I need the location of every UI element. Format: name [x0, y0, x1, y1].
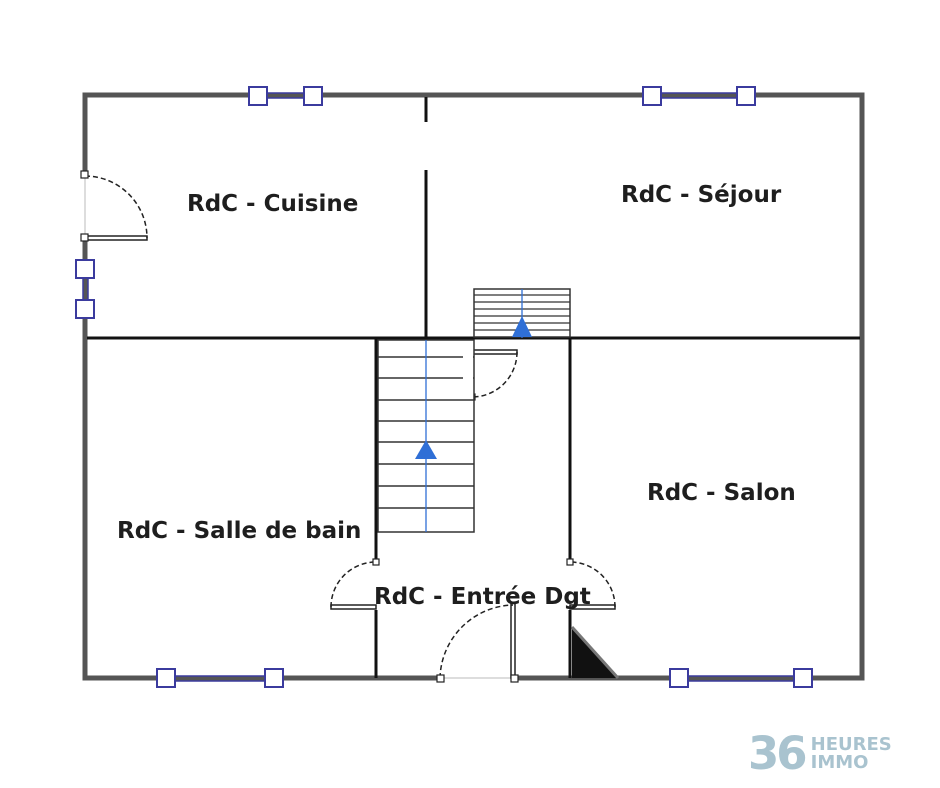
- logo-words: HEURES IMMO: [811, 736, 892, 772]
- logo-number: 36: [748, 727, 808, 780]
- door-stair-landing: [468, 349, 518, 401]
- door-salon: [566, 558, 616, 610]
- window-salle-de-bain-bottom: [156, 668, 284, 688]
- room-label-entree: RdC - Entrée Dgt: [374, 584, 591, 610]
- window-cuisine-left: [75, 259, 95, 319]
- window-cuisine-top: [248, 86, 323, 106]
- room-label-salle-de-bain: RdC - Salle de bain: [117, 518, 361, 544]
- door-cuisine: [80, 170, 148, 242]
- logo-line-1: HEURES: [810, 734, 892, 755]
- logo-line-2: IMMO: [810, 752, 869, 773]
- window-sejour-top: [642, 86, 756, 106]
- room-label-cuisine: RdC - Cuisine: [187, 191, 358, 217]
- stair-arrow-up-icon: [415, 440, 437, 459]
- door-entree-main: [436, 602, 519, 683]
- brand-logo: 36 HEURES IMMO: [748, 727, 892, 780]
- staircase-main: [377, 339, 475, 533]
- corner-wedge: [570, 625, 620, 680]
- window-salon-bottom: [669, 668, 813, 688]
- room-label-salon: RdC - Salon: [647, 480, 796, 506]
- staircase-upper: [473, 288, 571, 338]
- interior-partitions: [87, 97, 860, 678]
- door-salle-de-bain: [330, 558, 380, 610]
- stair-arrow-up-icon: [512, 316, 532, 337]
- room-label-sejour: RdC - Séjour: [621, 182, 782, 208]
